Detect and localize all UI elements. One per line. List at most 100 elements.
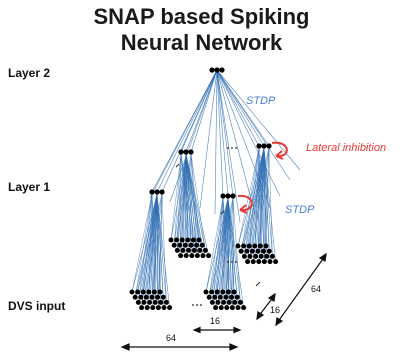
input-neuron <box>221 299 227 305</box>
layer1-to-input-connection <box>258 147 265 262</box>
input-neuron <box>167 305 173 311</box>
layer2-to-layer1-connection <box>216 69 265 147</box>
input-neuron <box>258 253 264 259</box>
layer1-to-input-connection <box>227 197 239 308</box>
input-neuron <box>241 243 247 249</box>
layer1-to-input-connection <box>232 197 234 308</box>
layer1-to-input-connection <box>212 197 229 303</box>
dim-label-depth-64: 64 <box>311 284 321 294</box>
layer1-to-input-connection <box>134 193 153 298</box>
inhibition-arrow-mid <box>237 194 253 212</box>
input-neuron <box>146 289 152 295</box>
layer1-to-input-connection <box>223 197 229 303</box>
layer2-to-layer1-connection <box>161 69 218 193</box>
layer1-to-input-connection <box>260 147 265 257</box>
layer1-to-input-connection <box>211 197 234 293</box>
layer1-to-input-connection <box>243 147 270 247</box>
input-neuron <box>261 248 267 254</box>
input-neuron <box>261 259 267 265</box>
layer1-to-input-connection <box>263 147 276 262</box>
input-neuron <box>256 259 262 265</box>
input-neuron <box>194 242 200 248</box>
input-neuron <box>132 294 138 300</box>
input-neuron <box>269 253 275 259</box>
inhibition-arrow-top <box>271 141 288 158</box>
layer1-to-input-connection <box>151 193 156 303</box>
layer1-to-input-connection <box>217 197 234 303</box>
layer1-to-input-connection <box>227 197 241 303</box>
layer1-to-input-connection <box>151 193 163 298</box>
layer1-to-input-connection <box>249 147 270 257</box>
layer2-to-layer1-connection <box>214 69 218 215</box>
input-neuron <box>194 253 200 259</box>
input-neuron <box>241 305 247 311</box>
input-neuron <box>158 299 164 305</box>
input-neuron <box>229 294 235 300</box>
input-neuron <box>183 253 189 259</box>
input-neuron <box>202 247 208 253</box>
layer2-to-layer1-connection <box>156 69 218 193</box>
input-neuron <box>190 237 196 243</box>
input-neuron <box>155 305 161 311</box>
layer1-to-input-connection <box>263 147 271 262</box>
input-neuron <box>143 294 149 300</box>
input-neuron <box>226 299 232 305</box>
input-neuron <box>229 305 235 311</box>
layer2-to-layer1-connection <box>199 69 218 209</box>
layer1-to-input-connection <box>257 147 270 252</box>
layer2-to-layer1-connection <box>216 69 256 215</box>
input-neuron <box>180 247 186 253</box>
layer1-to-input-connection <box>148 193 153 293</box>
input-neuron <box>147 299 153 305</box>
layer2-to-layer1-connection <box>216 69 241 223</box>
layer1-to-input-connection <box>185 153 195 251</box>
input-neuron <box>218 305 224 311</box>
layer1-to-input-connection <box>247 147 265 262</box>
layer1-to-input-connection <box>176 153 192 241</box>
dim-label-depth-16: 16 <box>270 305 280 315</box>
layer1-to-input-connection <box>215 197 229 308</box>
layer1-to-input-connection <box>257 147 260 252</box>
layer1-to-input-connection <box>208 197 224 298</box>
layer1-to-input-connection <box>247 147 260 262</box>
input-neuron <box>171 242 177 248</box>
layer1-to-input-connection <box>180 153 192 246</box>
layer1-to-input-connection <box>138 193 153 303</box>
input-neuron <box>182 242 188 248</box>
layer1-to-input-connection <box>177 153 182 251</box>
input-neuron <box>155 294 161 300</box>
layer2-to-layer1-connection <box>216 69 234 197</box>
input-neuron <box>152 299 158 305</box>
layer1-to-input-connection <box>255 147 265 257</box>
layer1-neuron <box>256 143 262 149</box>
input-neuron <box>247 253 253 259</box>
layer1-to-input-connection <box>232 197 235 293</box>
input-neuron <box>215 299 221 305</box>
layer1-to-input-connection <box>131 193 153 293</box>
input-neuron <box>206 294 212 300</box>
layer1-to-input-connection <box>173 153 182 246</box>
layer1-to-input-connection <box>146 193 158 298</box>
layer1-to-input-connection <box>156 193 167 303</box>
dim-label-width-16: 16 <box>210 316 220 326</box>
lateral-inhibition-label: Lateral inhibition <box>306 142 386 154</box>
dim-label-width-64: 64 <box>166 333 176 343</box>
input-neuron <box>214 289 220 295</box>
input-neuron <box>267 259 273 265</box>
input-neuron <box>129 289 135 295</box>
layer1-neuron <box>154 189 160 195</box>
input-neuron <box>200 253 206 259</box>
layer1-neuron <box>159 189 165 195</box>
title-line-2: Neural Network <box>120 30 283 55</box>
layer-2-label: Layer 2 <box>8 66 51 80</box>
stdp-label-mid: STDP <box>285 204 315 216</box>
layer2-to-layer1-connection <box>216 69 260 147</box>
layer1-to-input-connection <box>152 193 158 308</box>
layer1-to-input-connection <box>149 193 158 303</box>
layer1-neuron <box>230 193 236 199</box>
layer1-to-input-connection <box>141 193 153 308</box>
inhibition-arrowhead-mid <box>239 204 248 214</box>
layer1-to-input-connection <box>137 193 163 293</box>
